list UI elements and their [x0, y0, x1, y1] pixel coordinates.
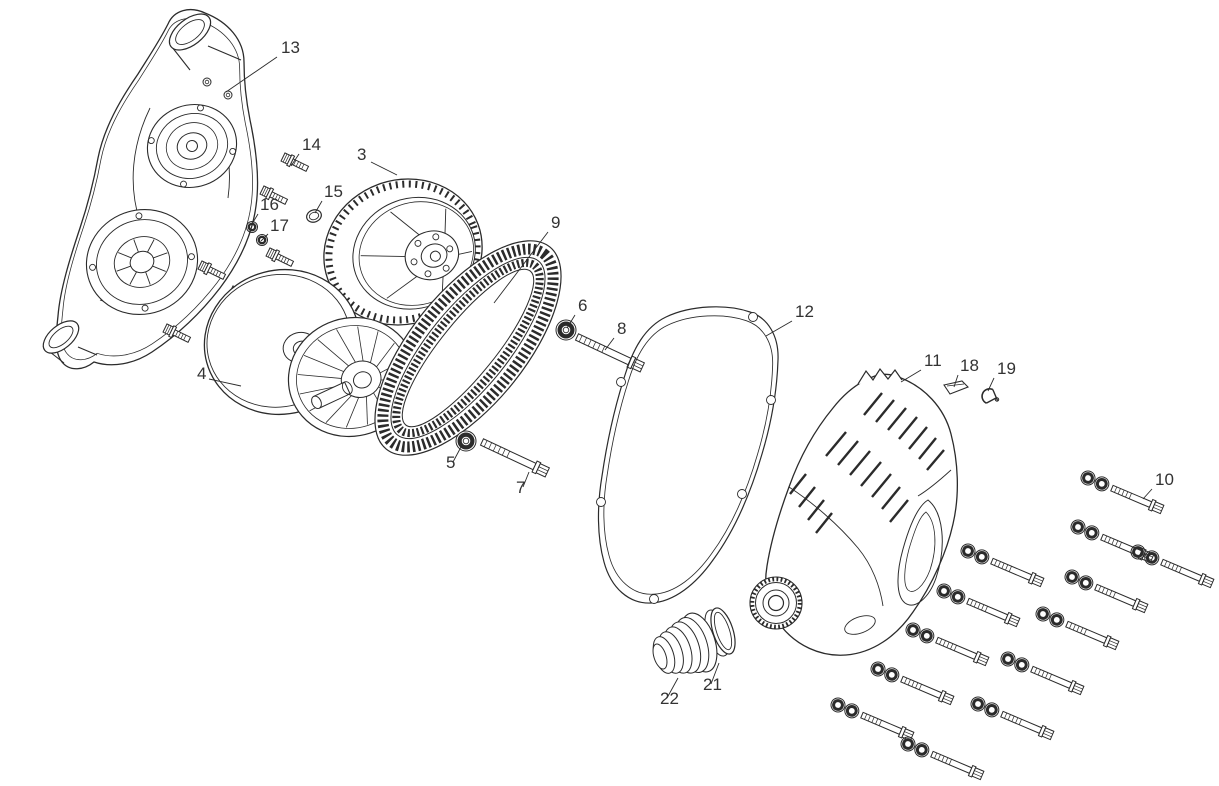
part-8-label: 8 — [617, 319, 626, 338]
part-5-leader-line — [452, 446, 462, 463]
cover-ribs — [789, 392, 945, 534]
part-16-leader-line — [251, 213, 259, 225]
part-12-gasket — [596, 306, 779, 604]
part-9-leader-line — [493, 231, 549, 304]
lower-bearing-boss — [85, 208, 199, 316]
part-3-label: 3 — [357, 145, 366, 164]
part-3-leader-line — [370, 161, 398, 176]
part-10-leader-line — [1142, 488, 1153, 500]
part-6-label: 6 — [578, 296, 587, 315]
clutch-shaft-stub — [311, 381, 353, 409]
part-8-leader-line — [604, 337, 615, 351]
part-13-label: 13 — [281, 38, 300, 57]
bolt-washer-set — [957, 540, 1047, 591]
part-15-o-ring — [306, 209, 322, 223]
bolt-washer-set — [902, 619, 992, 670]
top-tube — [168, 13, 242, 71]
part-18-label: 18 — [960, 356, 979, 375]
part-15-label: 15 — [324, 182, 343, 201]
part-10-label: 10 — [1155, 470, 1174, 489]
part-19-clamp — [981, 388, 1000, 404]
part-14-label: 14 — [302, 135, 321, 154]
part-5-label: 5 — [446, 453, 455, 472]
part-6-leader-line — [566, 314, 576, 329]
part-3-primary-clutch — [323, 178, 483, 326]
part-labels: 13 14 3 15 16 17 9 6 8 12 4 5 7 11 18 19 10 21 22 — [197, 38, 1174, 708]
bolt-washer-set — [1061, 566, 1151, 617]
part-14-leader-line — [290, 153, 300, 167]
upper-bearing-boss — [146, 103, 238, 189]
bolt-washer-set — [967, 693, 1057, 744]
part-13-inner-cover — [42, 9, 259, 370]
part-6-washer — [556, 320, 576, 340]
part-12-label: 12 — [795, 302, 814, 321]
part-22-label: 22 — [660, 689, 679, 708]
cover-scoop — [897, 499, 943, 606]
part-21-leader-line — [710, 662, 720, 685]
part-15-leader-line — [314, 200, 323, 214]
part-22-leader-line — [666, 677, 679, 699]
part-9-label: 9 — [551, 213, 560, 232]
part-19-label: 19 — [997, 359, 1016, 378]
part-11-leader-line — [900, 369, 922, 383]
part-18-leader-line — [953, 374, 959, 388]
bolt-washer-set — [867, 658, 957, 709]
bolt-washer-set — [933, 580, 1023, 631]
bolt-washer-set — [827, 694, 917, 745]
bolt — [264, 246, 296, 270]
part-11-cvt-cover — [749, 367, 958, 656]
bottom-tube — [42, 320, 98, 364]
part-11-label: 11 — [924, 351, 942, 370]
part-12-leader-line — [765, 320, 793, 337]
bolt-washer-set — [1077, 467, 1167, 518]
part-13-leader-line — [225, 56, 278, 93]
part-7-label: 7 — [516, 478, 525, 497]
bolt-washer-set — [1032, 603, 1122, 654]
part-17-leader-line — [260, 233, 269, 242]
bolt-washer-set — [897, 733, 987, 784]
part-4-label: 4 — [197, 364, 206, 383]
part-9-drive-belt — [374, 240, 562, 456]
part-19-leader-line — [987, 377, 995, 392]
bolt-washer-set — [1127, 541, 1217, 592]
part-17-label: 17 — [270, 216, 289, 235]
part-7-leader-line — [522, 471, 530, 488]
part-17-washer — [256, 234, 268, 246]
part-4-leader-line — [208, 378, 242, 387]
cover-intake-snout — [749, 576, 803, 630]
bolt-washer-set — [997, 648, 1087, 699]
part-5-washer — [456, 431, 476, 451]
part-7-bolt — [478, 436, 551, 479]
part-14-bolt — [279, 151, 311, 175]
part-21-label: 21 — [703, 675, 722, 694]
part-16-label: 16 — [260, 195, 279, 214]
part-18-clip — [943, 380, 969, 395]
part-22-intake-duct — [652, 612, 718, 674]
